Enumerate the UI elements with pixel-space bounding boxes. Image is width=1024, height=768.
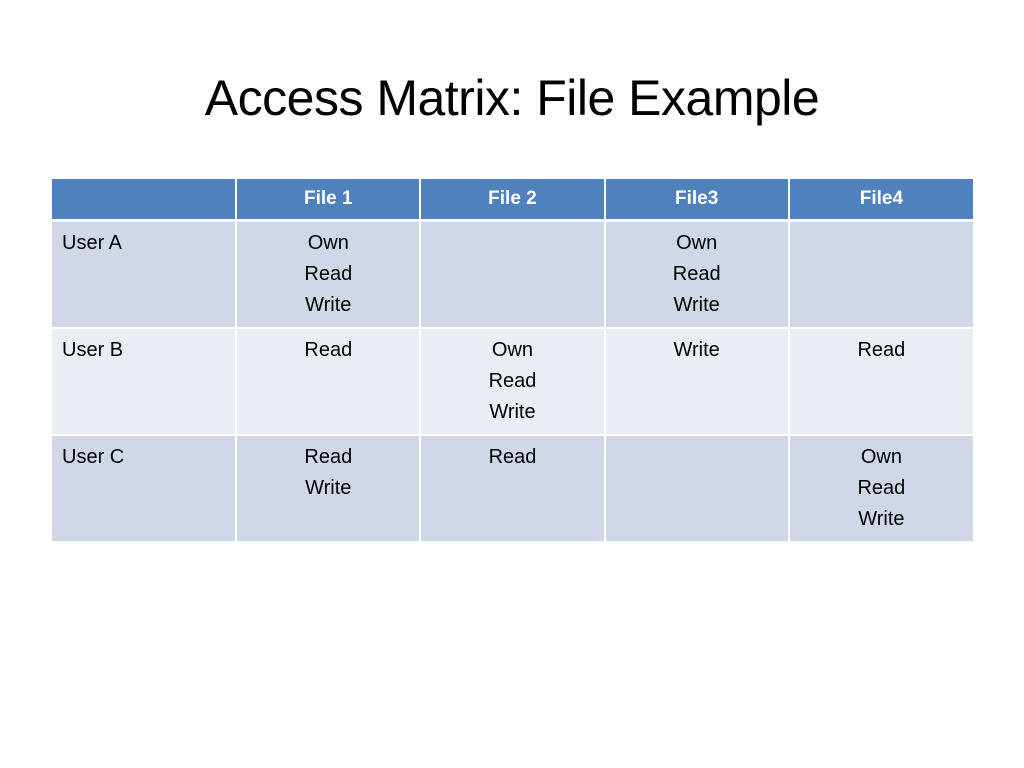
permission-entry: Read	[672, 263, 721, 285]
permission-entry: Write	[489, 401, 536, 423]
permission-entry: Write	[673, 339, 720, 361]
permission-cell: Own Read Write	[420, 328, 606, 436]
header-row: File 1 File 2 File3 File4	[52, 179, 973, 222]
permission-entry: Write	[858, 508, 905, 530]
header-cell-file-4: File4	[788, 179, 973, 222]
permission-entry: Read	[857, 339, 906, 361]
permission-entry: Own	[491, 339, 534, 361]
header-cell-file-3: File3	[604, 179, 790, 222]
permission-cell: Write	[604, 328, 790, 436]
table-row-user-b: User B Read Own Read Write Write Read	[52, 328, 973, 436]
permission-entry: Write	[305, 477, 352, 499]
permission-cell: Read	[788, 328, 973, 436]
permission-cell: Read Write	[236, 435, 422, 543]
row-label-cell: User A	[52, 220, 238, 329]
access-matrix-table: File 1 File 2 File3 File4 User A Own Rea…	[52, 179, 973, 543]
permission-entry: Read	[488, 370, 537, 392]
row-label-cell: User B	[52, 328, 238, 436]
permission-cell: Own Read Write	[604, 220, 790, 329]
permission-cell	[788, 220, 973, 329]
header-cell-file-2: File 2	[420, 179, 606, 222]
permission-entry: Own	[860, 446, 902, 468]
table-row-user-a: User A Own Read Write Own Read Write	[52, 220, 973, 329]
slide-title: Access Matrix: File Example	[204, 70, 820, 126]
permission-entry: Own	[676, 232, 718, 254]
permission-cell: Own Read Write	[236, 220, 422, 329]
permission-cell	[604, 435, 790, 543]
header-cell-file-1: File 1	[236, 179, 422, 222]
permission-entry: Read	[488, 446, 537, 468]
permission-cell	[420, 220, 606, 329]
permission-cell: Read	[420, 435, 606, 543]
permission-cell: Own Read Write	[788, 435, 973, 543]
permission-entry: Read	[857, 477, 906, 499]
table-row-user-c: User C Read Write Read Own Read Write	[52, 435, 973, 543]
permission-entry: Read	[304, 446, 353, 468]
row-label-cell: User C	[52, 435, 238, 543]
permission-entry: Write	[673, 294, 720, 316]
permission-entry: Read	[304, 263, 353, 285]
permission-entry: Own	[307, 232, 349, 254]
permission-cell: Read	[236, 328, 422, 436]
permission-entry: Write	[305, 294, 352, 316]
header-corner-cell	[52, 179, 238, 222]
permission-entry: Read	[304, 339, 353, 361]
